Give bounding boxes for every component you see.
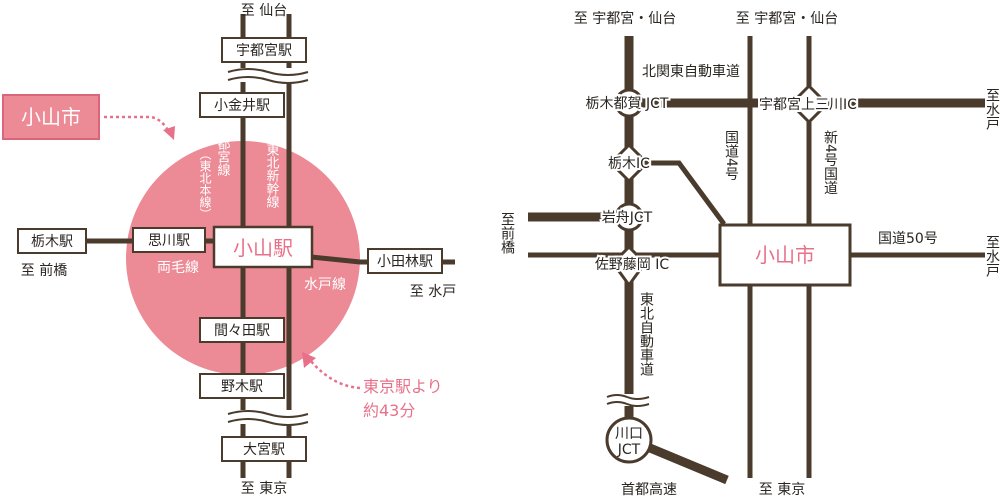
station-box-koganei [199,92,285,118]
tohoku-line-label: （東北本線） [198,148,212,220]
track-break-top [225,68,309,84]
station-box-oyama [212,225,314,269]
callout-arrow-bottom [309,359,361,390]
station-oyamada: 小田林駅 [377,254,433,270]
utsunomiya-line-label: 宇都宮線 [215,124,231,176]
station-box-omiya [221,436,307,462]
oyama-city-box [718,223,852,287]
oyama-city-label: 小山市 [755,243,815,267]
utsunomiya-kaminokawa-ic-node [788,83,830,125]
sano-fujioka-ic-node [611,244,647,288]
road-dest-south: 至 東京 [759,482,805,498]
station-box-utsunomiya [221,37,307,63]
station-tochigi: 栃木駅 [31,234,73,250]
mito-line-label: 水戸線 [304,277,346,293]
ryomo-line-label: 両毛線 [157,260,199,276]
road-dest-east-mid: 至水戸 [984,235,1000,277]
callout-arrow-top [104,115,172,135]
road-dest-north-2: 至 宇都宮・仙台 [736,11,838,27]
iwafune-jct-node [614,202,644,232]
station-omoigawa: 思川駅 [148,233,190,249]
shuto-expressway-road [648,443,729,485]
tochigi-ic-label: 栃木IC [608,156,650,172]
station-box-mamada [199,317,285,343]
station-mamada: 間々田駅 [214,323,270,339]
callout-arrow-bottom-head [302,352,316,368]
utsunomiya-kaminokawa-ic-label: 宇都宮上三川IC [759,97,857,113]
station-box-nogi [199,373,285,399]
shuto-expressway-label: 首都高速 [621,481,677,498]
kitakanto-expressway-label: 北関東自動車道 [642,63,740,80]
new-route-4-label: 新4号国道 [822,130,838,196]
sano-fujioka-ic-label: 佐野藤岡 IC [595,257,670,273]
road-dest-west: 至前橋 [499,212,515,254]
station-omiya: 大宮駅 [243,442,285,458]
callout-arrow-top-head [163,126,175,140]
oyama-city-callout [2,94,100,140]
station-box-oyamada [367,248,443,274]
road-dest-north-1: 至 宇都宮・仙台 [574,11,676,27]
dest-east: 至 水戸 [410,284,456,300]
rail-map: 宇都宮駅 小金井駅 思川駅 小山駅 栃木駅 小田林駅 間々田駅 野木駅 大宮駅 … [2,3,456,497]
tohoku-expressway-label: 東北自動車道 [638,292,654,377]
route-50-label: 国道50号 [878,231,938,247]
station-nogi: 野木駅 [221,379,263,395]
road-break [605,394,655,407]
track-break-bottom [225,410,309,426]
station-oyama: 小山駅 [233,236,293,260]
road-map: 小山市 栃木都賀 JCT 栃木IC 岩舟JCT 佐野藤岡 IC 宇都宮上三川IC… [499,11,1000,498]
dest-west: 至 前橋 [21,262,67,279]
station-koganei: 小金井駅 [214,98,270,114]
shinkansen-label: 東北新幹線 [264,142,280,208]
kawaguchi-jct-label-2: JCT [617,442,641,458]
tochigi-ic-road [643,160,727,226]
travel-time-line2: 約43分 [363,401,415,420]
iwafune-jct-label: 岩舟JCT [602,210,653,226]
dest-south: 至 東京 [241,481,287,497]
kawaguchi-jct-node [605,416,653,464]
station-box-omoigawa [132,227,206,253]
tochigi-tsuga-jct-node [614,88,644,118]
tochigi-tsuga-jct-label: 栃木都賀 JCT [586,96,669,112]
station-utsunomiya: 宇都宮駅 [236,43,292,59]
travel-time-line1: 東京駅より [363,377,443,396]
oyama-city-callout-label: 小山市 [21,105,81,129]
station-box-tochigi [17,228,87,254]
kawaguchi-jct-label-1: 川口 [615,426,643,442]
dest-north: 至 仙台 [241,3,287,19]
route-4-label: 国道4号 [723,130,739,181]
road-dest-east-top: 至水戸 [984,88,1000,130]
tochigi-ic-node [608,142,650,184]
